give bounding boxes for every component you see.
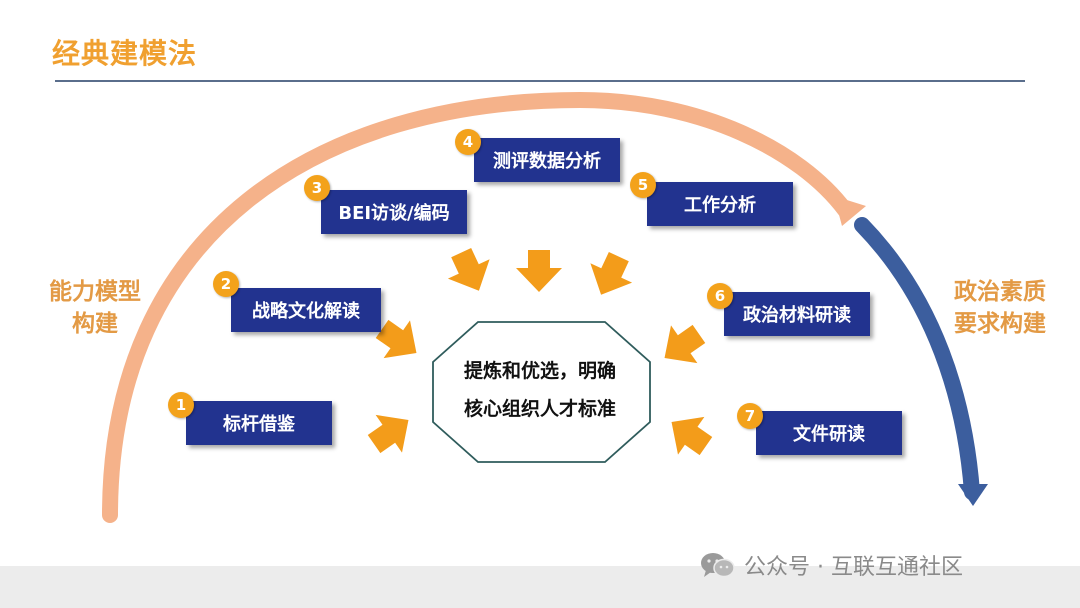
left-arc [102,91,853,523]
footer-bar [0,566,1080,608]
step-5-badge: 5 [630,172,656,198]
step-6-badge: 6 [707,283,733,309]
left-side-label-line: 能力模型 [49,279,141,305]
center-octagon [432,321,651,463]
step-6-label: 政治材料研读 [743,305,851,326]
right-side-label-line: 政治素质 [954,279,1046,305]
right-arc-arrowhead [958,484,988,506]
step-7-box: 文件研读 [756,411,902,455]
right-arc [854,217,980,500]
arrow-down-right [590,251,633,295]
step-1-box: 标杆借鉴 [186,401,332,445]
step-3-badge: 3 [304,175,330,201]
center-statement-line: 提炼和优选，明确 [463,360,616,382]
step-7-badge: 7 [737,403,763,429]
title-divider [55,80,1025,82]
right-side-label-line: 要求构建 [954,311,1046,337]
step-2-box: 战略文化解读 [231,288,381,332]
step-4-badge: 4 [455,129,481,155]
arrow-right-lower [367,414,409,454]
step-2-label: 战略文化解读 [252,301,360,322]
arrows [367,247,713,456]
step-1-badge: 1 [168,392,194,418]
step-5-label: 工作分析 [684,195,756,216]
watermark: 公众号 · 互联互通社区 [700,548,963,582]
arrow-right-upper [375,319,417,359]
center-statement: 提炼和优选，明确 核心组织人才标准 [440,352,640,428]
page-title: 经典建模法 [52,37,198,70]
step-7-label: 文件研读 [793,424,865,445]
step-5-box: 工作分析 [647,182,793,226]
step-1-label: 标杆借鉴 [223,414,295,435]
left-arc-arrowhead [834,196,866,226]
arrow-left-lower [671,416,713,456]
wechat-icon [700,551,736,579]
step-4-label: 测评数据分析 [493,151,601,172]
step-3-box: BEI访谈/编码 [321,190,467,234]
step-2-badge: 2 [213,271,239,297]
center-statement-line: 核心组织人才标准 [463,398,616,420]
arrow-left-upper [664,324,706,364]
step-4-box: 测评数据分析 [474,138,620,182]
step-3-label: BEI访谈/编码 [338,203,450,224]
right-side-label: 政治素质 要求构建 [936,276,1064,340]
watermark-text: 公众号 · 互联互通社区 [744,555,963,580]
left-side-label: 能力模型 构建 [36,276,154,340]
step-6-box: 政治材料研读 [724,292,870,336]
arrow-down-left [447,247,490,291]
arrow-down-center [516,250,562,292]
left-side-label-line: 构建 [72,311,118,337]
